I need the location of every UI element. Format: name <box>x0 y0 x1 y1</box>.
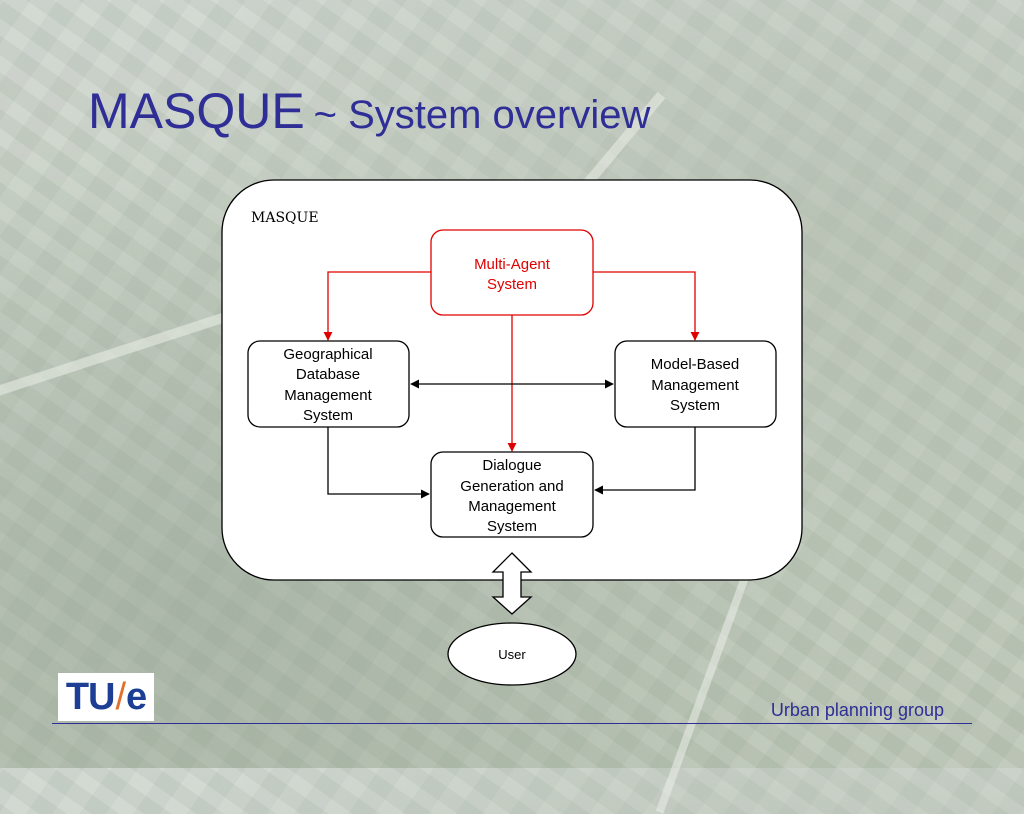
multi-agent-system-node: Multi-Agent System <box>430 229 594 316</box>
slide-title: MASQUE ~ System overview <box>88 82 650 140</box>
footer-group-name: Urban planning group <box>770 700 944 720</box>
node-label-line: Database <box>296 366 360 383</box>
tue-logo-part: TU <box>65 675 116 718</box>
node-label-line: Management <box>468 498 556 515</box>
user-node: User <box>447 622 577 686</box>
slide-title-subtitle: ~ System overview <box>313 93 651 137</box>
node-label-line: Dialogue <box>482 457 541 474</box>
arrow-multi-agent-to-geo <box>323 271 431 341</box>
tue-logo: TU/e <box>58 673 154 721</box>
tue-logo-part: e <box>126 675 147 718</box>
node-label-line: Geographical <box>283 346 372 363</box>
arrow-model-to-dialogue <box>594 427 696 495</box>
model-based-management-node: Model-Based Management System <box>614 340 777 428</box>
node-label-line: Management <box>651 377 739 394</box>
user-node-label: User <box>498 647 526 662</box>
node-label-line: Management <box>284 387 372 404</box>
slide-title-main: MASQUE <box>88 83 305 139</box>
geographical-database-node: Geographical Database Management System <box>247 340 410 428</box>
node-label-line: Model-Based <box>651 356 739 373</box>
node-label-line: System <box>303 407 353 424</box>
node-label-line: System <box>487 276 537 293</box>
dialogue-user-double-arrow <box>491 552 533 615</box>
node-label-line: System <box>487 518 537 535</box>
system-overview-diagram: MASQUE Multi-Agent System Geographical D… <box>221 179 803 686</box>
masque-container-label: MASQUE <box>251 210 319 226</box>
node-label-line: Generation and <box>460 478 563 495</box>
node-label-line: System <box>670 397 720 414</box>
tue-logo-slash: / <box>115 675 126 718</box>
footer-divider <box>52 723 972 724</box>
arrow-geo-to-dialogue <box>327 427 430 499</box>
arrow-multi-agent-to-model <box>593 271 700 341</box>
dialogue-generation-node: Dialogue Generation and Management Syste… <box>430 451 594 538</box>
node-label-line: Multi-Agent <box>474 256 551 273</box>
